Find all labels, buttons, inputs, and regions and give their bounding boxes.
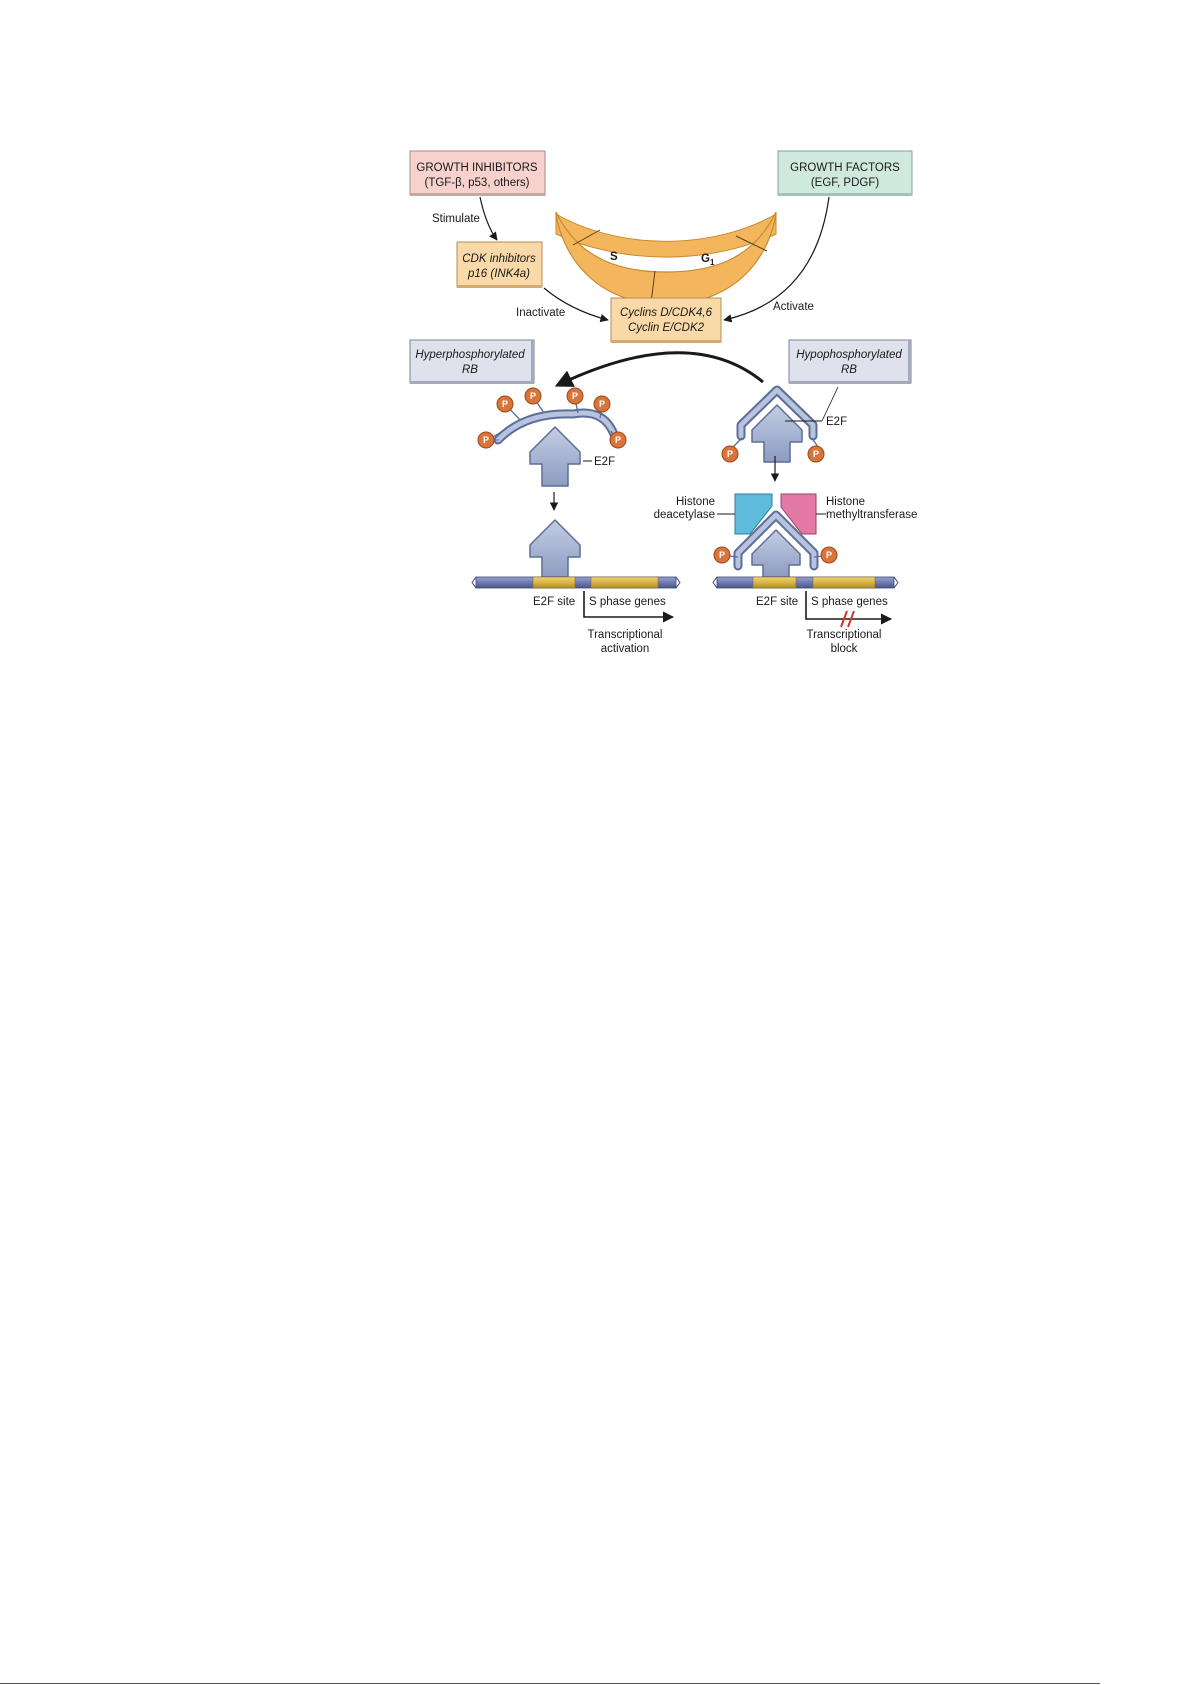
growth-factors-line1: GROWTH FACTORS [790, 162, 900, 174]
hyper-rb-phosphates: P P P P P P [477, 387, 627, 449]
phosphate-group: P [713, 546, 731, 564]
right-result-line2: block [831, 643, 858, 655]
hmt-line1: Histone [826, 496, 865, 508]
histone-methyltransferase-shape [780, 493, 817, 535]
right-e2f-label: E2F [826, 416, 847, 428]
activate-arrow [723, 196, 830, 323]
stimulate-label: Stimulate [432, 213, 480, 225]
left-result-line2: activation [601, 643, 650, 655]
svg-text:P: P [502, 399, 508, 409]
right-result-line1: Transcriptional [807, 629, 882, 641]
cycle-g1-label: G1 [701, 253, 715, 267]
right-e2f-protein [751, 404, 803, 463]
left-transcription-arrow [583, 591, 675, 623]
growth-factors-box: GROWTH FACTORS (EGF, PDGF) [777, 150, 913, 196]
svg-text:P: P [530, 391, 536, 401]
inactivate-arrow [543, 287, 609, 323]
cycle-g1-subscript: 1 [710, 258, 715, 267]
cyclins-line1: Cyclins D/CDK4,6 [620, 307, 713, 319]
left-result-line1: Transcriptional [588, 629, 663, 641]
phosphate-group: P [593, 395, 611, 413]
right-rb-complex [733, 510, 819, 571]
hyper-rb-line1: Hyperphosphorylated [415, 349, 525, 361]
phosphate-group: P [566, 387, 584, 405]
svg-text:P: P [483, 435, 489, 445]
cdk-inhibitors-box: CDK inhibitors p16 (INK4a) [456, 241, 543, 288]
cycle-divider [735, 235, 768, 252]
left-e2f-site-segment [532, 576, 576, 589]
svg-text:P: P [572, 391, 578, 401]
svg-text:P: P [719, 550, 725, 560]
hdac-line2: deacetylase [654, 509, 715, 521]
left-e2f-label: E2F [594, 456, 615, 468]
inactivate-label: Inactivate [516, 307, 565, 319]
cycle-ring-segment [555, 213, 777, 258]
hypo-to-hyper-arrow [554, 351, 764, 387]
phosphate-group: P [524, 387, 542, 405]
left-e2f-bound-protein [529, 519, 581, 578]
cycle-divider [572, 229, 601, 246]
cyclins-box: Cyclins D/CDK4,6 Cyclin E/CDK2 [610, 297, 722, 343]
hypophosphorylated-rb-box: Hypophosphorylated RB [788, 339, 912, 384]
right-s-phase-genes-label: S phase genes [811, 596, 888, 608]
left-e2f-protein [529, 426, 581, 487]
left-e2f-site-label: E2F site [533, 596, 575, 608]
hyper-rb-line2: RB [462, 364, 478, 376]
cycle-g1-letter: G [701, 253, 710, 265]
growth-inhibitors-line1: GROWTH INHIBITORS [416, 162, 538, 174]
growth-factors-line2: (EGF, PDGF) [811, 177, 880, 189]
right-e2f-site-label: E2F site [756, 596, 798, 608]
hmt-line2: methyltransferase [826, 509, 917, 521]
cdk-inhibitors-line1: CDK inhibitors [462, 253, 536, 265]
left-s-phase-segment [590, 576, 659, 589]
hypo-rb-line2: RB [841, 364, 857, 376]
hyperphosphorylated-rb-box: Hyperphosphorylated RB [409, 339, 535, 384]
phosphate-group: P [609, 431, 627, 449]
phosphate-group: P [820, 546, 838, 564]
transcription-block-mark [840, 610, 855, 628]
svg-text:P: P [599, 399, 605, 409]
activate-label: Activate [773, 301, 814, 313]
right-s-phase-segment [812, 576, 876, 589]
svg-text:P: P [826, 550, 832, 560]
right-e2f-site-segment [752, 576, 797, 589]
cycle-s-label: S [610, 251, 618, 263]
left-dna-strand [471, 576, 681, 589]
hdac-line1: Histone [676, 496, 715, 508]
hypo-rb-line1: Hypophosphorylated [796, 349, 902, 361]
right-transcription-arrow [805, 591, 893, 625]
stimulate-arrow [479, 196, 498, 241]
cdk-inhibitors-line2: p16 (INK4a) [467, 268, 530, 280]
cell-cycle-ring: S G1 [555, 211, 777, 305]
phosphate-group: P [477, 431, 495, 449]
phosphate-group: P [496, 395, 514, 413]
page-bottom-rule [0, 1683, 1100, 1684]
cycle-band [555, 211, 777, 305]
growth-inhibitors-box: GROWTH INHIBITORS (TGF-β, p53, others) [409, 150, 546, 196]
growth-inhibitors-line2: (TGF-β, p53, others) [424, 177, 529, 189]
right-dna-strand [712, 576, 899, 589]
phosphate-group: P [807, 445, 825, 463]
svg-text:P: P [813, 449, 819, 459]
left-s-phase-genes-label: S phase genes [589, 596, 666, 608]
svg-text:P: P [615, 435, 621, 445]
cyclins-line2: Cyclin E/CDK2 [628, 322, 705, 334]
svg-text:P: P [727, 449, 733, 459]
hypo-rb-protein [736, 385, 818, 441]
phosphate-group: P [721, 445, 739, 463]
histone-deacetylase-shape [734, 493, 773, 535]
